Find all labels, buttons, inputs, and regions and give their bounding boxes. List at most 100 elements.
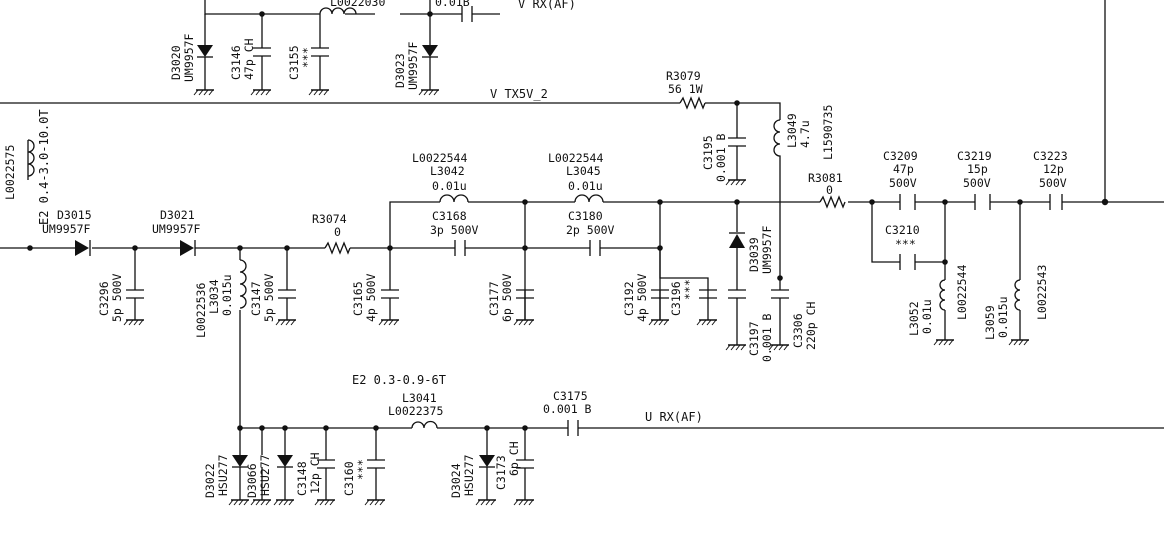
label-c3148-ref: C3148	[295, 461, 309, 496]
label-d3066-part: HSU277	[258, 454, 272, 496]
label-top-inductor: L0022030	[330, 0, 385, 9]
capacitor-c3155	[311, 47, 329, 57]
label-l0022575-left: L0022575	[3, 145, 17, 200]
label-c3155-ref: C3155	[287, 45, 301, 80]
label-d3023-ref: D3023	[393, 53, 407, 88]
label-c3173-ref: C3173	[494, 455, 508, 490]
net-label-u-rx: U RX(AF)	[645, 410, 703, 424]
label-c3160-ref: C3160	[342, 461, 356, 496]
capacitor-c3306	[771, 289, 789, 299]
label-l3049-part: L1590735	[821, 105, 835, 160]
diode-d3023	[422, 45, 438, 58]
label-c3147-ref: C3147	[249, 281, 263, 316]
label-c3192-ref: C3192	[622, 281, 636, 316]
net-label-v-rx-top: V RX(AF)	[518, 0, 576, 11]
label-c3195-val: 0.001 B	[714, 133, 728, 182]
diode-d3020	[197, 45, 213, 58]
label-c3177-ref: C3177	[487, 281, 501, 316]
label-c3219-ref: C3219	[957, 149, 992, 163]
label-c3219-volt: 500V	[963, 176, 991, 190]
capacitor-c3175	[567, 420, 579, 436]
label-d3022-ref: D3022	[203, 463, 217, 498]
label-c3223-ref: C3223	[1033, 149, 1068, 163]
label-c3168-val: 3p 500V	[430, 223, 479, 237]
label-c3168-ref: C3168	[432, 209, 467, 223]
label-c3165-ref: C3165	[351, 281, 365, 316]
net-label-v-tx5v: V TX5V_2	[490, 87, 548, 101]
label-d3024-ref: D3024	[449, 463, 463, 498]
label-d3039-ref: D3039	[747, 237, 761, 272]
label-d3015-ref: D3015	[57, 208, 92, 222]
label-d3015-part: UM9957F	[42, 222, 91, 236]
label-l3045-part: L0022544	[548, 151, 603, 165]
label-d3024-part: HSU277	[462, 454, 476, 496]
inductor-l3034	[239, 259, 247, 309]
label-c3223-val: 12p	[1043, 162, 1064, 176]
label-l3042-part: L0022544	[412, 151, 467, 165]
inductor-l3042	[439, 194, 469, 203]
label-c3148-val: 12p CH	[308, 452, 322, 494]
label-r3081-ref: R3081	[808, 171, 843, 185]
inductor-l3049	[773, 119, 781, 158]
label-c3196-val: ***	[682, 279, 696, 300]
capacitor-c3146	[253, 47, 271, 57]
label-c3209-volt: 500V	[889, 176, 917, 190]
label-l3059-val: 0.015u	[996, 296, 1010, 338]
label-l3059-ref: L3059	[983, 305, 997, 340]
label-l3034-val: 0.015u	[220, 274, 234, 316]
inductor-l3052	[939, 279, 946, 311]
labels-vertical: D3020 UM9957F C3146 47p CH C3155 *** D30…	[3, 33, 1049, 498]
label-r3079-ref: R3079	[666, 69, 701, 83]
label-c3155-val: ***	[300, 47, 314, 68]
label-c3296-ref: C3296	[97, 281, 111, 316]
label-d3022-part: HSU277	[216, 454, 230, 496]
label-l3041-part: L0022375	[388, 404, 443, 418]
label-top-cap: 0.01B	[435, 0, 470, 9]
label-c3209-val: 47p	[893, 162, 914, 176]
inductor-l3059	[1014, 279, 1021, 311]
label-l3034-part: L0022536	[194, 283, 208, 338]
capacitor-c3147	[278, 289, 296, 299]
label-c3196-ref: C3196	[669, 281, 683, 316]
label-c3197-ref: C3197	[747, 321, 761, 356]
capacitor-c3148	[317, 459, 335, 469]
label-l3052-part: L0022544	[955, 265, 969, 320]
inductor-l3045	[574, 194, 604, 203]
net-label-e2-left: E2 0.4-3.0-10.0T	[37, 109, 51, 225]
diode-d3015	[75, 240, 91, 256]
inductor-l3041	[411, 420, 438, 429]
capacitor-c3196	[699, 289, 717, 299]
capacitor-c3168	[454, 240, 466, 256]
resistor-r3079	[679, 96, 706, 110]
label-c3195-ref: C3195	[701, 135, 715, 170]
label-l3059-part: L0022543	[1035, 265, 1049, 320]
label-d3066-ref: D3066	[245, 463, 259, 498]
junction-dots	[27, 11, 1109, 431]
resistor-r3081	[819, 195, 846, 209]
labels-horizontal: L0022030 0.01B R3079 56 1W D3015 UM9957F…	[42, 0, 1068, 418]
label-c3175-ref: C3175	[553, 389, 588, 403]
diode-d3039	[729, 232, 745, 248]
label-c3306-ref: C3306	[791, 313, 805, 348]
label-c3219-val: 15p	[967, 162, 988, 176]
label-c3160-val: ***	[355, 459, 369, 480]
net-label-e2-bottom: E2 0.3-0.9-6T	[352, 373, 446, 387]
resistor-r3074	[324, 241, 351, 255]
label-l3052-ref: L3052	[907, 301, 921, 336]
label-r3079-val: 56 1W	[668, 82, 703, 96]
label-d3021-part: UM9957F	[152, 222, 201, 236]
inductor-e2-left	[27, 139, 35, 177]
label-l3049-ref: L3049	[785, 113, 799, 148]
label-d3023-part: UM9957F	[406, 41, 420, 90]
label-c3209-ref: C3209	[883, 149, 918, 163]
label-c3165-val: 4p 500V	[364, 273, 378, 322]
label-c3177-val: 6p 500V	[500, 273, 514, 322]
label-c3146-ref: C3146	[229, 45, 243, 80]
label-c3223-volt: 500V	[1039, 176, 1067, 190]
capacitor-c3160	[367, 459, 385, 469]
capacitor-c3209	[899, 194, 916, 210]
label-d3039-part: UM9957F	[760, 225, 774, 274]
label-c3197-val: 0.001 B	[760, 313, 774, 362]
label-l3041-ref: L3041	[402, 391, 437, 405]
